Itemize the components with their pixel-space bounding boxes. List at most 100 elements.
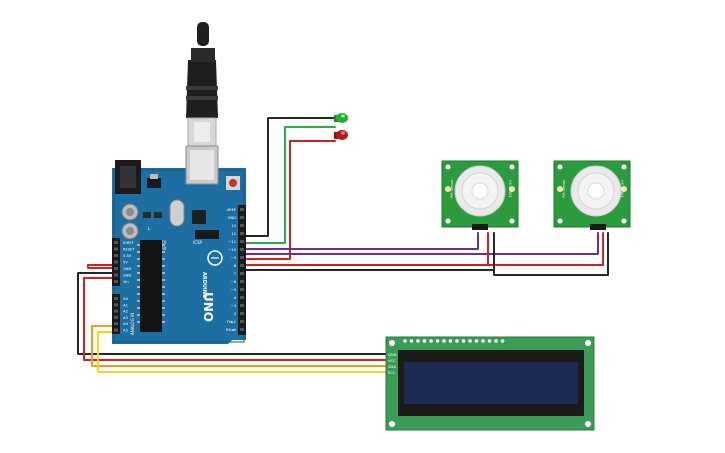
wires xyxy=(77,117,609,373)
lcd-pad xyxy=(481,339,485,343)
arduino-logo-icon xyxy=(207,250,223,266)
digital-pin[interactable] xyxy=(240,328,244,331)
digital-pin[interactable] xyxy=(240,232,244,235)
lcd-pad xyxy=(409,339,414,343)
power-pin-label: IOREF xyxy=(123,241,134,245)
wire-red-5v-pir2[interactable] xyxy=(487,232,604,266)
lcd-pad xyxy=(416,339,420,343)
lcd-pad xyxy=(468,339,472,343)
lcd-pin-label: SCL xyxy=(388,370,396,375)
wire-black-led-gnd[interactable] xyxy=(245,117,336,237)
digital-pin-label: TX►1 xyxy=(225,320,236,324)
digital-pin-label: 12 xyxy=(231,232,236,236)
digital-pin[interactable] xyxy=(240,272,244,275)
lcd-pad xyxy=(422,339,427,343)
analog-pin-label: A2 xyxy=(123,309,129,314)
analog-pin[interactable] xyxy=(114,328,118,332)
digital-pin-label: 2 xyxy=(234,312,236,316)
analog-pin[interactable] xyxy=(114,303,118,307)
wire-red-5v[interactable] xyxy=(87,232,489,269)
analog-pin-label: A4 xyxy=(123,321,129,326)
digital-pin[interactable] xyxy=(240,296,244,299)
wire-purple-pir2[interactable] xyxy=(245,232,599,255)
analog-section-label: ANALOG IN xyxy=(130,313,135,335)
lcd-pad xyxy=(442,339,446,343)
lcd-pad xyxy=(494,339,498,343)
lcd-screen xyxy=(404,362,578,404)
power-pin[interactable] xyxy=(114,254,118,257)
pir-1-side-label: HC-SR501 xyxy=(508,180,512,198)
wire-yellow-lcd-scl[interactable] xyxy=(97,331,389,373)
wire-red-led[interactable] xyxy=(245,140,336,260)
pir-2-side-label-2: PIR Sensor xyxy=(562,179,566,198)
digital-pin[interactable] xyxy=(240,208,244,211)
lcd-pad xyxy=(448,339,453,343)
digital-pin[interactable] xyxy=(240,216,244,219)
digital-pin[interactable] xyxy=(240,288,244,291)
analog-pin[interactable] xyxy=(114,297,118,300)
digital-pin[interactable] xyxy=(240,240,244,243)
digital-pin-label: ~3 xyxy=(231,304,236,308)
wire-black-gnd-pir2[interactable] xyxy=(493,232,609,276)
led-green[interactable] xyxy=(334,113,348,123)
analog-pin[interactable] xyxy=(114,322,118,326)
power-pin[interactable] xyxy=(114,260,118,264)
digital-pin-label: AREF xyxy=(227,208,236,212)
digital-pin-label: GND xyxy=(228,216,236,220)
power-pin[interactable] xyxy=(114,241,118,244)
digital-pin[interactable] xyxy=(240,280,244,283)
digital-header[interactable] xyxy=(238,205,246,335)
power-pin[interactable] xyxy=(114,247,118,251)
lcd-pad xyxy=(455,339,459,343)
wire-green-led[interactable] xyxy=(245,126,336,244)
icsp-label: ICSP xyxy=(193,240,203,245)
l-label: L xyxy=(148,226,151,231)
lcd-pad xyxy=(461,339,466,343)
led-red[interactable] xyxy=(334,130,348,140)
digital-pin[interactable] xyxy=(240,304,244,307)
wire-black-gnd-pirs[interactable] xyxy=(77,272,389,355)
power-pin[interactable] xyxy=(114,280,118,283)
wire-orange-lcd-sda[interactable] xyxy=(91,325,389,367)
pir-sensor-1[interactable]: PIR Sensor HC-SR501 xyxy=(441,160,519,230)
lcd-pad xyxy=(403,339,407,343)
arduino-uno-board[interactable]: ICSP L TX RX ARDUINO UNO AREFGND1312~11~… xyxy=(106,145,246,344)
digital-pin[interactable] xyxy=(240,320,244,323)
digital-pin[interactable] xyxy=(240,264,244,267)
wire-red-lcd-vcc[interactable] xyxy=(83,277,389,361)
lcd-pin-label: SDA xyxy=(388,364,396,369)
tx-label: TX xyxy=(160,240,166,245)
power-pin[interactable] xyxy=(114,273,118,277)
pir-sensor-2[interactable]: PIR Sensor HC-SR501 xyxy=(553,160,631,230)
wire-purple-pir1[interactable] xyxy=(245,232,479,250)
analog-pin[interactable] xyxy=(114,315,118,319)
lcd-pin-label: VCC xyxy=(388,358,396,363)
lcd-pad xyxy=(487,339,492,343)
analog-pin[interactable] xyxy=(114,309,118,313)
analog-header[interactable] xyxy=(112,294,120,334)
power-pin-label: 5V xyxy=(123,261,128,265)
digital-pin-label: ~10 xyxy=(228,248,236,252)
digital-pin[interactable] xyxy=(240,312,244,315)
lcd-pin-label: GND xyxy=(388,352,397,357)
digital-pin[interactable] xyxy=(240,256,244,259)
power-pin-label: RESET xyxy=(123,248,135,252)
icsp-header xyxy=(195,230,219,239)
power-pin[interactable] xyxy=(114,267,118,270)
usb-cable[interactable] xyxy=(186,22,218,147)
atmega-chip xyxy=(140,240,162,332)
digital-pin[interactable] xyxy=(240,248,244,251)
digital-pin-label: 13 xyxy=(231,224,236,228)
brand-text: ARDUINO xyxy=(201,272,207,298)
analog-pin-label: A5 xyxy=(123,328,129,333)
digital-pin[interactable] xyxy=(240,224,244,227)
power-pin-label: GND xyxy=(123,267,131,271)
lcd-pad xyxy=(429,339,433,343)
digital-pin-label: ~9 xyxy=(231,256,237,260)
pir-1-side-label-2: PIR Sensor xyxy=(450,179,454,198)
lcd-pad xyxy=(474,339,479,343)
